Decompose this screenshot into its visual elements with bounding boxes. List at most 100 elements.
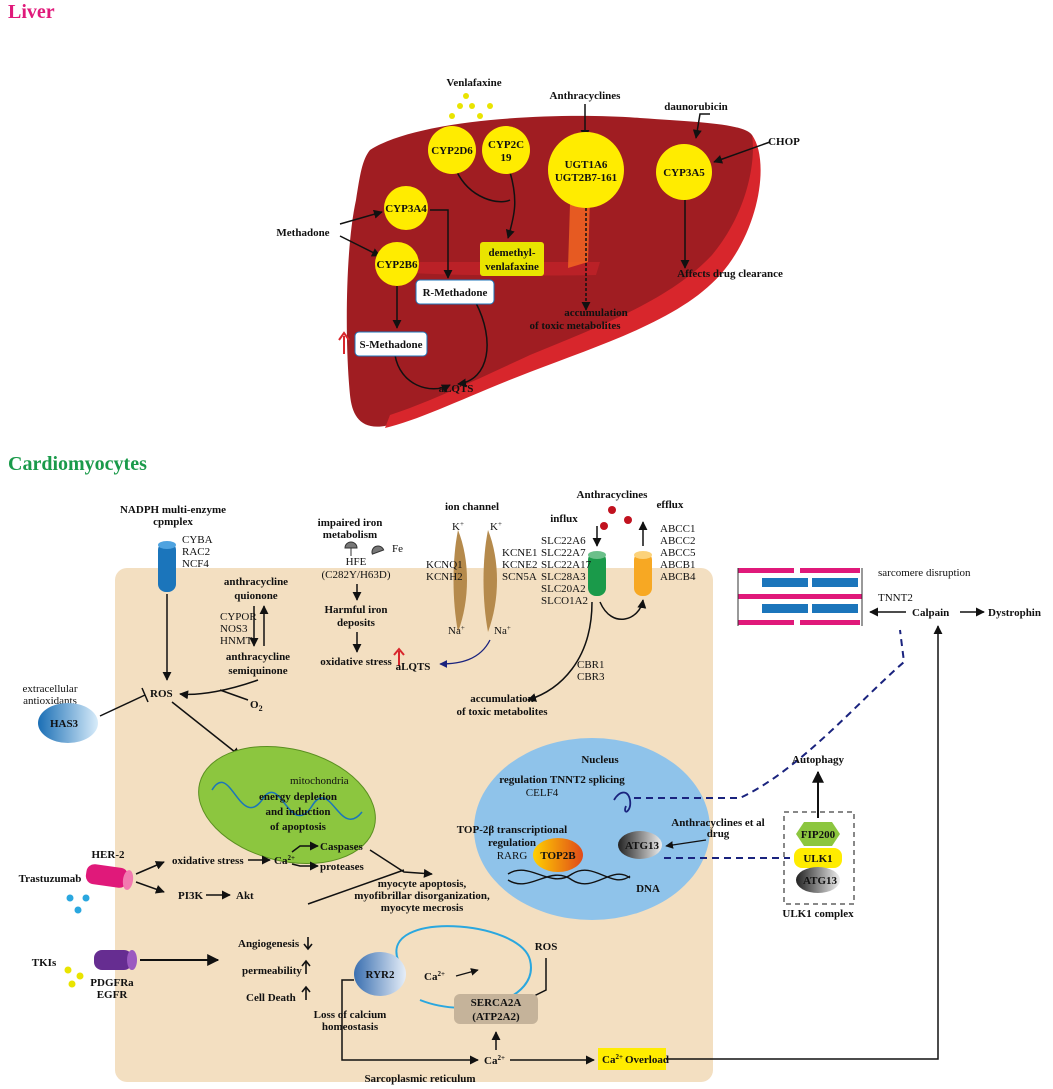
svg-text:19: 19 [501, 152, 513, 164]
her2-oxidative-stress: oxidative stress [172, 855, 244, 867]
liver-arrows [339, 104, 771, 393]
mitochondria [198, 745, 376, 865]
s-methadone-up-arrow [338, 331, 350, 354]
svg-text:SLC22A6: SLC22A6 [541, 535, 586, 547]
svg-text:ABCC5: ABCC5 [660, 547, 696, 559]
influx-label: influx [550, 513, 578, 525]
ion-channel-label: ion channel [445, 501, 499, 513]
ryr2-node: RYR2 [354, 952, 406, 996]
rac2-label: RAC2 [182, 546, 210, 558]
serca2a-node: SERCA2A (ATP2A2) [454, 994, 538, 1024]
na-label-right: Na+ [494, 624, 511, 637]
anth-drug-arrow [665, 839, 707, 849]
svg-text:UGT1A6: UGT1A6 [565, 159, 608, 171]
ulk1-node: ULK1 [794, 848, 842, 868]
liver-accum-label-2: of toxic metabolites [529, 320, 621, 332]
autophagy-label: Autophagy [792, 754, 844, 766]
ugt-node: UGT1A6 UGT2B7-161 [548, 132, 624, 208]
cyp2b6-node: CYP2B6 [375, 242, 419, 286]
ulk1-complex-label: ULK1 complex [782, 908, 854, 920]
svg-text:Ca2+Overload: Ca2+Overload [602, 1053, 669, 1066]
hnmt-label: HNMT [220, 635, 253, 647]
ca-cytosol-label: Ca2+ [484, 1054, 505, 1067]
has3-node: HAS3 [38, 703, 98, 743]
sarcomere-icon [737, 568, 863, 626]
harmful-iron-2: deposits [337, 617, 376, 629]
pdgfra-label: PDGFRa [90, 977, 134, 989]
na-label-left: Na+ [448, 624, 465, 637]
anth-semi-2: semiquinone [228, 665, 287, 677]
harmful-iron-1: Harmful iron [324, 604, 387, 616]
cbr3-label: CBR3 [577, 671, 605, 683]
methadone-label: Methadone [276, 227, 329, 239]
anth-quinone-2: quionone [234, 590, 278, 602]
tkis-label: TKIs [32, 957, 57, 969]
cell-body [115, 568, 713, 1082]
anthracyclines-liver-label: Anthracyclines [550, 90, 622, 102]
overload-to-calpain-line [666, 625, 943, 1060]
myocyte-label-2: myofibrillar disorganization, [354, 890, 490, 902]
svg-text:CYP2C: CYP2C [488, 139, 524, 151]
transporter-arrows [527, 521, 648, 702]
mitochondria-label: mitochondria [290, 775, 349, 787]
kcnh2-label: KCNH2 [426, 571, 463, 583]
anth-semi-1: anthracycline [226, 651, 290, 663]
tki-effect-arrows [301, 937, 313, 1000]
efflux-gene-list: ABCC1 ABCC2 ABCC5 ABCB1 ABCB4 [660, 523, 696, 583]
reg-tnnt2-label: regulation TNNT2 splicing [499, 774, 625, 786]
o2-label: O2 [250, 699, 263, 713]
energy-label-2: and induction [265, 806, 330, 818]
sarcomere-label: sarcomere disruption [878, 567, 971, 579]
nucleus-label: Nucleus [581, 754, 619, 766]
svg-text:ATG13: ATG13 [625, 840, 660, 852]
efflux-label: efflux [657, 499, 684, 511]
svg-text:HAS3: HAS3 [50, 718, 79, 730]
svg-text:CYP3A5: CYP3A5 [663, 167, 705, 179]
cardio-accum-1: accumulation [470, 693, 534, 705]
svg-text:FIP200: FIP200 [801, 829, 836, 841]
svg-text:RYR2: RYR2 [366, 969, 395, 981]
fe-label: Fe [392, 543, 403, 555]
svg-text:S-Methadone: S-Methadone [360, 339, 423, 351]
cell-death-label: Cell Death [246, 992, 296, 1004]
ros-arrows [99, 594, 259, 757]
anthracyclines-cardio-label: Anthracyclines [577, 489, 649, 501]
svg-text:SLC22A7: SLC22A7 [541, 547, 586, 559]
her2-arrows [135, 841, 433, 905]
svg-text:venlafaxine: venlafaxine [485, 261, 539, 273]
liver-alqts-label: aLQTS [439, 383, 474, 395]
svg-text:R-Methadone: R-Methadone [423, 287, 488, 299]
liver-section-title: Liver [8, 1, 55, 23]
hfe-label-1: HFE [346, 556, 367, 568]
venlafaxine-dots [449, 93, 493, 119]
ca-overload-node: Ca2+Overload [598, 1048, 669, 1070]
anthracycline-dots [600, 506, 632, 530]
svg-text:ABCB4: ABCB4 [660, 571, 696, 583]
angiogenesis-label: Angiogenesis [238, 938, 300, 950]
top2-label-2: regulation [488, 837, 536, 849]
daunorubicin-label: daunorubicin [664, 101, 728, 113]
myocyte-label-1: myocyte apoptosis, [378, 878, 467, 890]
nadph-channel [158, 541, 176, 592]
kcnq1-label: KCNQ1 [426, 559, 463, 571]
cbr1-label: CBR1 [577, 659, 605, 671]
svg-text:CYP2D6: CYP2D6 [431, 145, 473, 157]
her2-receptor [85, 864, 134, 890]
influx-transporter [588, 551, 606, 596]
dashed-links [634, 629, 906, 859]
celf4-label: CELF4 [526, 787, 559, 799]
svg-text:ULK1: ULK1 [803, 853, 832, 865]
permeability-label: permeability [242, 965, 302, 977]
svg-text:TOP2B: TOP2B [540, 850, 576, 862]
myocyte-label-3: myocyte mecrosis [381, 902, 464, 914]
akt-label: Akt [236, 890, 254, 902]
atg13-nucleus-node: ATG13 [618, 831, 662, 859]
s-methadone-box: S-Methadone [354, 331, 428, 357]
svg-text:(ATP2A2): (ATP2A2) [472, 1011, 520, 1023]
influx-gene-list: SLC22A6 SLC22A7 SLC22A17 SLC28A3 SLC20A2… [541, 535, 592, 607]
svg-text:UGT2B7-161: UGT2B7-161 [555, 172, 617, 184]
cyp3a4-node: CYP3A4 [384, 186, 428, 230]
cardio-accum-2: of toxic metabolites [456, 706, 548, 718]
k-label-right: K+ [490, 520, 502, 533]
